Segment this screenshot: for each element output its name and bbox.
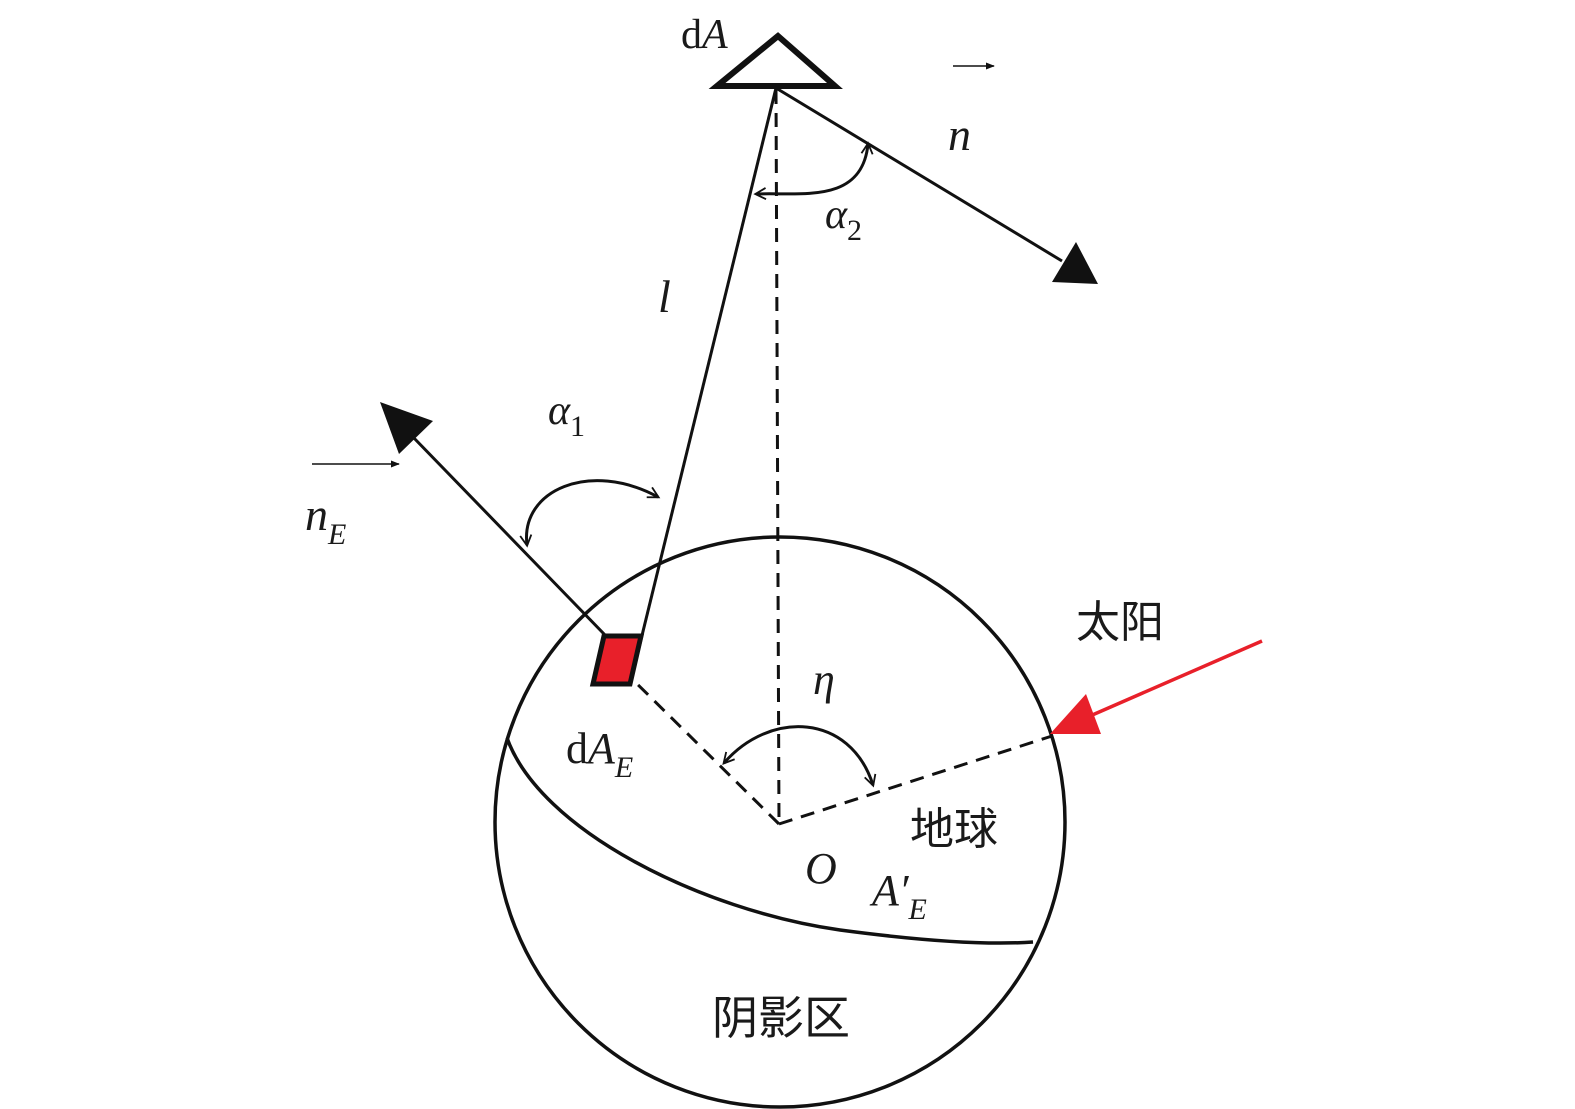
label-line-l: l <box>658 271 671 322</box>
label-lit-area: A′E <box>869 866 927 926</box>
earth-normal-arrowhead <box>380 402 433 454</box>
line-l <box>634 87 778 661</box>
label-satellite-area: dA <box>681 12 728 58</box>
label-sun: 太阳 <box>1076 597 1164 648</box>
label-alpha1: α1 <box>548 388 585 443</box>
dashed-line-center-to-sun-point <box>778 734 1053 826</box>
sun-ray-arrowhead <box>1050 694 1101 734</box>
sun-ray-shaft <box>1089 639 1263 718</box>
label-earth-area: dAE <box>566 724 633 784</box>
earth-sphere <box>493 535 1067 1109</box>
dashed-line-center-to-earth-element <box>619 666 781 826</box>
label-eta: η <box>813 655 835 704</box>
satellite-normal-arrowhead <box>1052 242 1098 284</box>
dashed-line-da-to-center <box>774 89 781 825</box>
satellite-area-element <box>708 32 843 89</box>
alpha2-angle-arc <box>753 141 874 200</box>
label-earth: 地球 <box>910 804 998 855</box>
earth-normal-shaft <box>410 434 608 638</box>
label-alpha2: α2 <box>825 192 862 247</box>
label-earth-normal: nE <box>305 489 346 551</box>
satellite-normal-shaft <box>775 86 1063 263</box>
alpha1-angle-arc <box>519 479 661 548</box>
earth-area-element <box>589 633 645 687</box>
eta-angle-arc <box>722 725 877 788</box>
terminator-curve <box>505 737 1034 945</box>
label-shadow-region: 阴影区 <box>712 991 850 1045</box>
label-satellite-normal: n <box>948 109 971 160</box>
label-center: O <box>805 844 837 893</box>
